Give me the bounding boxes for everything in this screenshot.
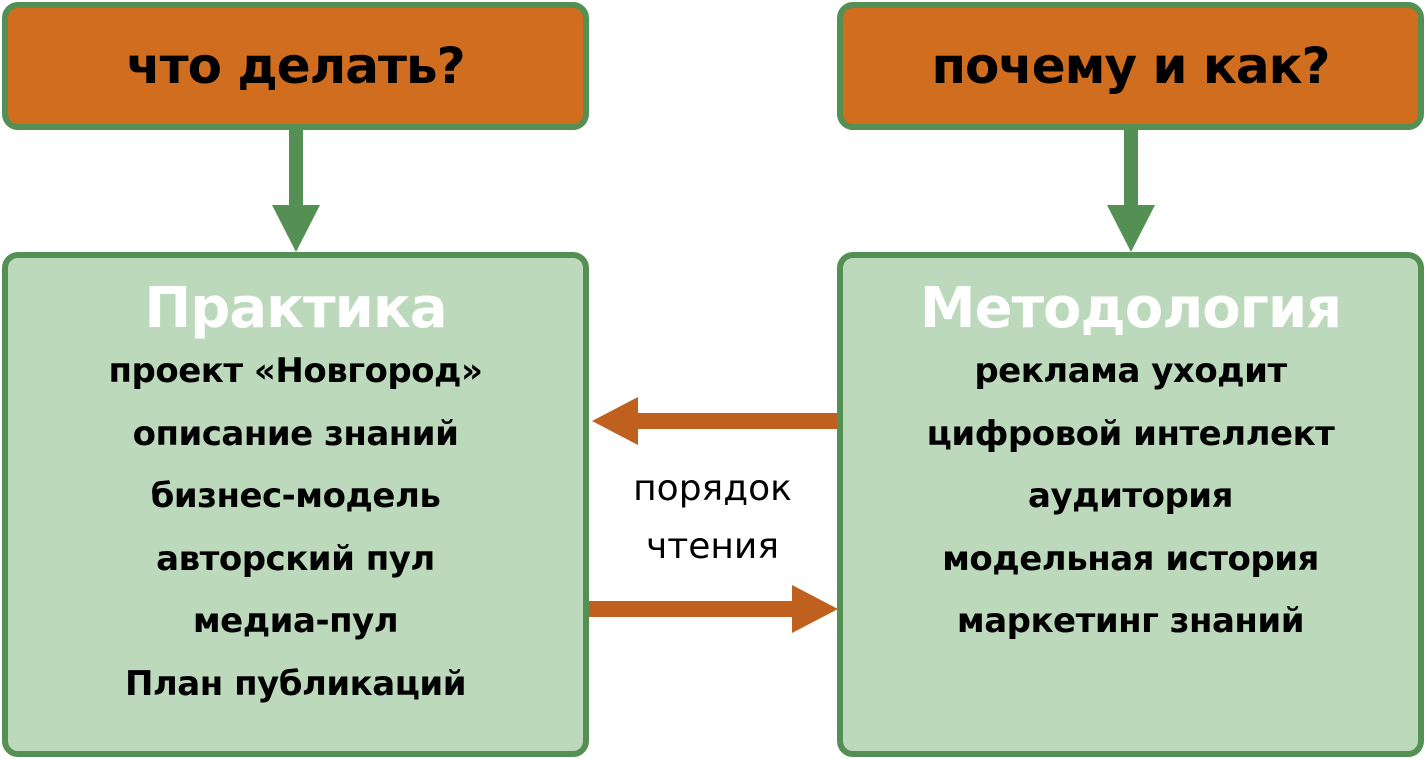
list-item: аудитория [1028,476,1233,516]
list-item: цифровой интеллект [926,413,1335,454]
list-item: модельная история [942,538,1319,579]
header-text: почему и как? [931,37,1330,95]
what-to-do-header: что делать? [2,2,589,130]
list-item: маркетинг знаний [956,601,1305,641]
header-text: что делать? [126,37,465,95]
arrow-left-to-right [578,585,838,633]
list-item: бизнес-модель [150,476,441,516]
methodology-title: Методология [919,276,1342,341]
why-and-how-header: почему и как? [837,2,1424,130]
arrow-down-left [272,121,320,252]
label-line: чтения [646,526,779,567]
methodology-box: Методология реклама уходит цифровой инте… [837,252,1424,757]
label-line: порядок [633,468,792,509]
practice-title: Практика [144,276,447,341]
arrow-down-right [1107,121,1155,252]
practice-box: Практика проект «Новгород» описание знан… [2,252,589,757]
arrow-right-to-left [592,397,851,445]
list-item: описание знаний [132,413,459,454]
list-item: реклама уходит [974,351,1287,391]
list-item: авторский пул [156,538,435,579]
list-item: медиа-пул [192,601,399,641]
list-item: проект «Новгород» [108,351,483,391]
list-item: План публикаций [124,663,467,704]
reading-order-label: порядок чтения [590,460,835,576]
